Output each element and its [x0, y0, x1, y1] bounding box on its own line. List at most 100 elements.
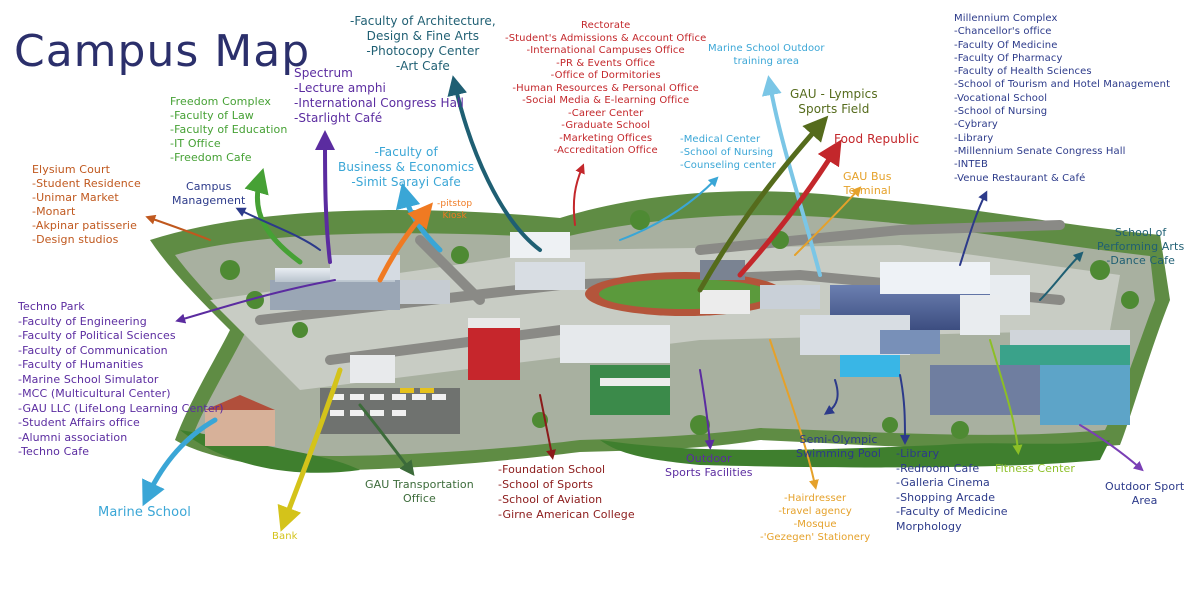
- arrow-techno-park: [175, 279, 336, 324]
- label-line: -'Gezegen' Stationery: [760, 532, 871, 543]
- label-line: -Akpinar patisserie: [32, 219, 137, 232]
- label-marine-school: Marine School: [98, 506, 191, 520]
- label-techno-park: Techno Park-Faculty of Engineering-Facul…: [18, 300, 224, 460]
- page-title: Campus Map: [14, 26, 311, 77]
- label-line: Business & Economics: [338, 160, 475, 174]
- label-line: -Student's Admissions & Account Office: [505, 32, 707, 44]
- label-line: -Freedom Cafe: [170, 151, 252, 164]
- label-line: -School of Nursing: [680, 147, 774, 158]
- label-spectrum: Spectrum-Lecture amphi-International Con…: [294, 66, 464, 126]
- arrows: [142, 75, 1144, 532]
- label-line: -PR & Events Office: [556, 57, 656, 69]
- label-line: -Student Residence: [32, 177, 141, 190]
- semi-olympic-pool: [840, 355, 900, 377]
- label-line: GAU - Lympics: [790, 87, 878, 101]
- label-line: -Foundation School: [498, 463, 606, 476]
- gau-lympics-sports-field: [585, 272, 785, 316]
- arrow-gau-lympics: [697, 115, 829, 293]
- arrow-transportation: [358, 403, 415, 476]
- label-line: Office: [402, 492, 436, 505]
- arrow-outdoor-sport-area: [1079, 424, 1144, 472]
- label-line: -Alumni association: [18, 430, 128, 444]
- label-line: -Lecture amphi: [294, 81, 386, 95]
- arrow-outdoor-sports-facilities: [699, 369, 715, 450]
- label-line: -Vocational School: [954, 92, 1048, 104]
- label-line: -School of Aviation: [498, 493, 603, 506]
- label-line: School of: [1114, 226, 1167, 239]
- label-line: -Human Resources & Personal Office: [512, 82, 699, 94]
- label-medical-center: -Medical Center-School of Nursing-Counse…: [680, 133, 776, 172]
- label-line: -Social Media & E-learning Office: [522, 95, 690, 106]
- label-line: -pitstop: [437, 199, 473, 209]
- outdoor-sports-field: [590, 365, 670, 415]
- label-line: -Redroom Cafe: [896, 461, 980, 475]
- arrow-spectrum: [315, 130, 336, 264]
- label-rectorate: Rectorate-Student's Admissions & Account…: [505, 20, 706, 158]
- parking-lot: [320, 388, 460, 434]
- label-line: GAU Transportation: [365, 478, 474, 491]
- label-line: -Faculty of Medicine: [896, 505, 1008, 518]
- label-line: -GAU LLC (LifeLong Learning Center): [18, 401, 224, 415]
- label-line: -travel agency: [778, 506, 852, 517]
- label-line: -Faculty of Humanities: [18, 358, 144, 371]
- label-line: Morphology: [896, 519, 962, 533]
- label-line: -Photocopy Center: [366, 44, 480, 58]
- label-line: -Library: [896, 447, 940, 460]
- label-line: Sports Field: [798, 102, 870, 116]
- label-line: Sports Facilities: [665, 466, 753, 479]
- arrow-fitness: [989, 339, 1023, 455]
- label-line: Bank: [272, 531, 298, 542]
- label-line: Management: [172, 194, 246, 207]
- label-line: -Monart: [32, 205, 76, 218]
- label-fitness-center: Fitness Center: [995, 462, 1075, 476]
- label-line: -Techno Cafe: [18, 445, 90, 458]
- label-line: -Girne American College: [498, 508, 635, 521]
- arrow-campus-management: [235, 207, 321, 251]
- label-line: Swimming Pool: [796, 447, 882, 460]
- label-line: -Office of Dormitories: [550, 70, 661, 81]
- label-line: -INTEB: [954, 159, 988, 171]
- label-line: -Graduate School: [561, 120, 651, 131]
- label-line: -Millennium Senate Congress Hall: [954, 145, 1126, 157]
- label-line: -Library: [954, 132, 994, 144]
- arrow-semi-olympic: [823, 379, 839, 415]
- arrow-marine-outdoor: [761, 75, 822, 277]
- label-hairdresser: -Hairdresser-travel agency-Mosque-'Gezeg…: [760, 492, 870, 544]
- arrow-rectorate: [572, 163, 585, 226]
- label-line: Fitness Center: [995, 462, 1076, 475]
- arrow-millennium: [959, 190, 988, 266]
- label-elysium-court: Elysium Court-Student Residence-Unimar M…: [32, 163, 141, 247]
- arrow-freedom-complex: [244, 167, 303, 265]
- label-line: Spectrum: [294, 66, 353, 80]
- label-food-republic: Food Republic: [834, 132, 919, 146]
- label-line: -Venue Restaurant & Café: [954, 172, 1086, 184]
- arrow-medical-center: [619, 176, 719, 241]
- arrow-architecture: [447, 75, 542, 252]
- arrow-performing-arts: [1039, 251, 1084, 301]
- label-line: Terminal: [843, 184, 891, 197]
- label-line: Design & Fine Arts: [366, 29, 480, 43]
- label-architecture: -Faculty of Architecture,Design & Fine A…: [350, 14, 496, 74]
- arrow-foundation: [539, 394, 556, 460]
- arrow-bus-terminal: [794, 186, 862, 256]
- label-line: -Faculty of Engineering: [18, 314, 147, 328]
- label-line: -IT Office: [170, 137, 221, 150]
- label-line: -Chancellor's office: [954, 26, 1052, 38]
- label-line: -Starlight Café: [294, 111, 383, 125]
- label-line: -International Congress Hall: [294, 96, 464, 110]
- label-line: -Career Center: [568, 107, 644, 119]
- label-line: training area: [733, 56, 800, 67]
- label-line: -Galleria Cinema: [896, 476, 990, 489]
- label-line: -Faculty Of Pharmacy: [954, 52, 1063, 64]
- label-line: Kiosk: [442, 211, 467, 221]
- label-line: -Faculty of Political Sciences: [18, 329, 176, 342]
- label-line: Performing Arts: [1097, 240, 1185, 253]
